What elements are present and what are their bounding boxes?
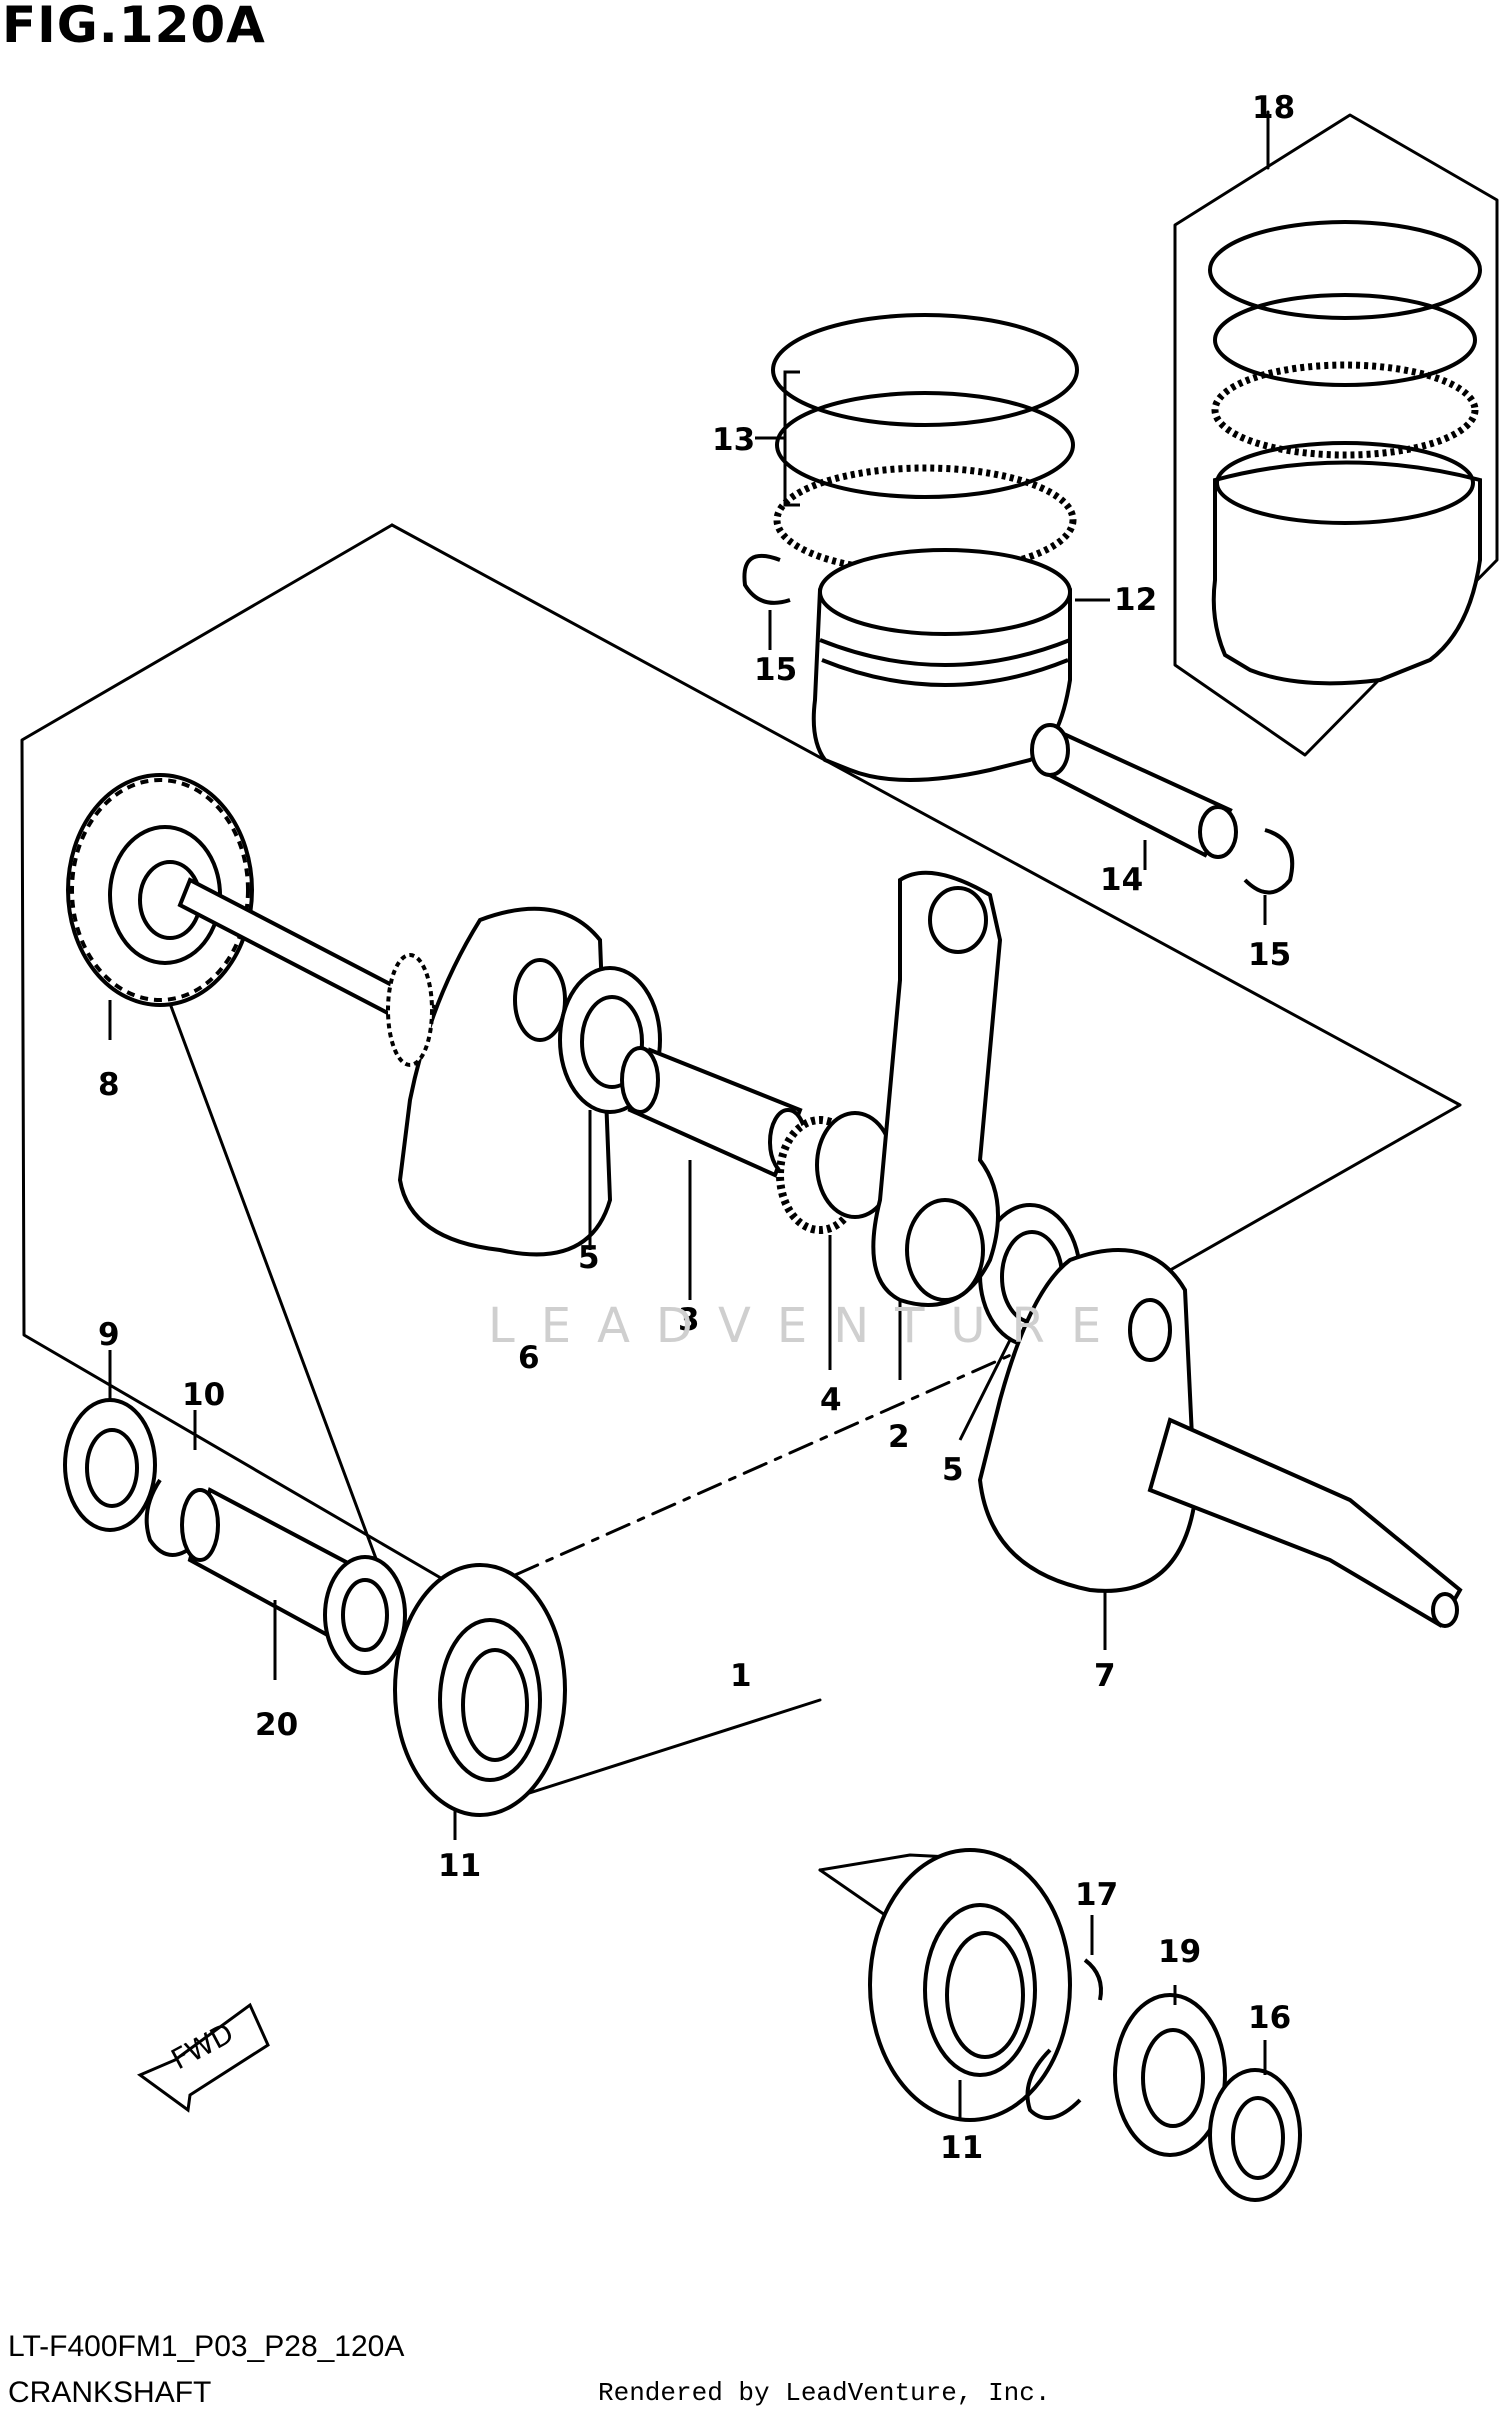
- figure-caption: CRANKSHAFT: [8, 2376, 212, 2409]
- right-bearing-group: [868, 1848, 1302, 2202]
- piston-set-frame: [1173, 113, 1499, 757]
- part-label-1: 1: [730, 1658, 752, 1694]
- part-label-14: 14: [1100, 862, 1143, 898]
- part-label-2: 2: [888, 1419, 910, 1455]
- piston-rings: [755, 313, 1079, 576]
- piston-set: [1208, 220, 1482, 686]
- part-label-20: 20: [255, 1707, 298, 1743]
- crankshaft-left: [177, 877, 613, 1257]
- part-label-19: 19: [1158, 1934, 1201, 1970]
- part-label-16: 16: [1248, 2000, 1291, 2036]
- fwd-arrow-icon: [136, 2002, 270, 2113]
- part-label-5-b: 5: [942, 1452, 964, 1488]
- part-label-18: 18: [1252, 90, 1295, 126]
- part-label-11-b: 11: [940, 2130, 983, 2166]
- crank-gear: [66, 773, 254, 1040]
- part-label-15: 15: [754, 652, 797, 688]
- needle-bearing: [776, 1111, 895, 1370]
- part-label-13: 13: [712, 422, 755, 458]
- part-label-12: 12: [1114, 582, 1157, 618]
- circlip-10: [144, 1410, 202, 1557]
- bushing-20: [180, 1487, 407, 1680]
- piston-pin: [1030, 723, 1238, 870]
- connecting-rod: [871, 870, 1003, 1380]
- part-label-6: 6: [518, 1340, 540, 1376]
- bearing-9: [63, 1350, 157, 1532]
- crank-pin: [620, 1046, 808, 1300]
- part-label-17: 17: [1075, 1877, 1118, 1913]
- main-bearing-left: [393, 1563, 567, 1840]
- part-label-7: 7: [1094, 1658, 1116, 1694]
- crankshaft-right: [977, 1248, 1463, 1650]
- figure-code: LT-F400FM1_P03_P28_120A: [8, 2330, 405, 2363]
- part-label-3: 3: [678, 1302, 700, 1338]
- piston: [811, 548, 1110, 782]
- part-label-10: 10: [182, 1377, 225, 1413]
- part-label-8: 8: [98, 1067, 120, 1103]
- circlips: [742, 554, 1295, 925]
- watermark: LEADVENTURE: [488, 1298, 1128, 1354]
- part-label-4: 4: [820, 1382, 842, 1418]
- figure-title: FIG.120A: [2, 0, 266, 54]
- part-label-15-b: 15: [1248, 937, 1291, 973]
- part-label-11: 11: [438, 1848, 481, 1884]
- part-labels: 18 13 12 15 15 14 8 5 3 6 4 2 5 9 10 20 …: [98, 90, 1295, 2166]
- part-label-9: 9: [98, 1317, 120, 1353]
- rendered-by-credit: Rendered by LeadVenture, Inc.: [598, 2378, 1051, 2408]
- part-label-5: 5: [578, 1240, 600, 1276]
